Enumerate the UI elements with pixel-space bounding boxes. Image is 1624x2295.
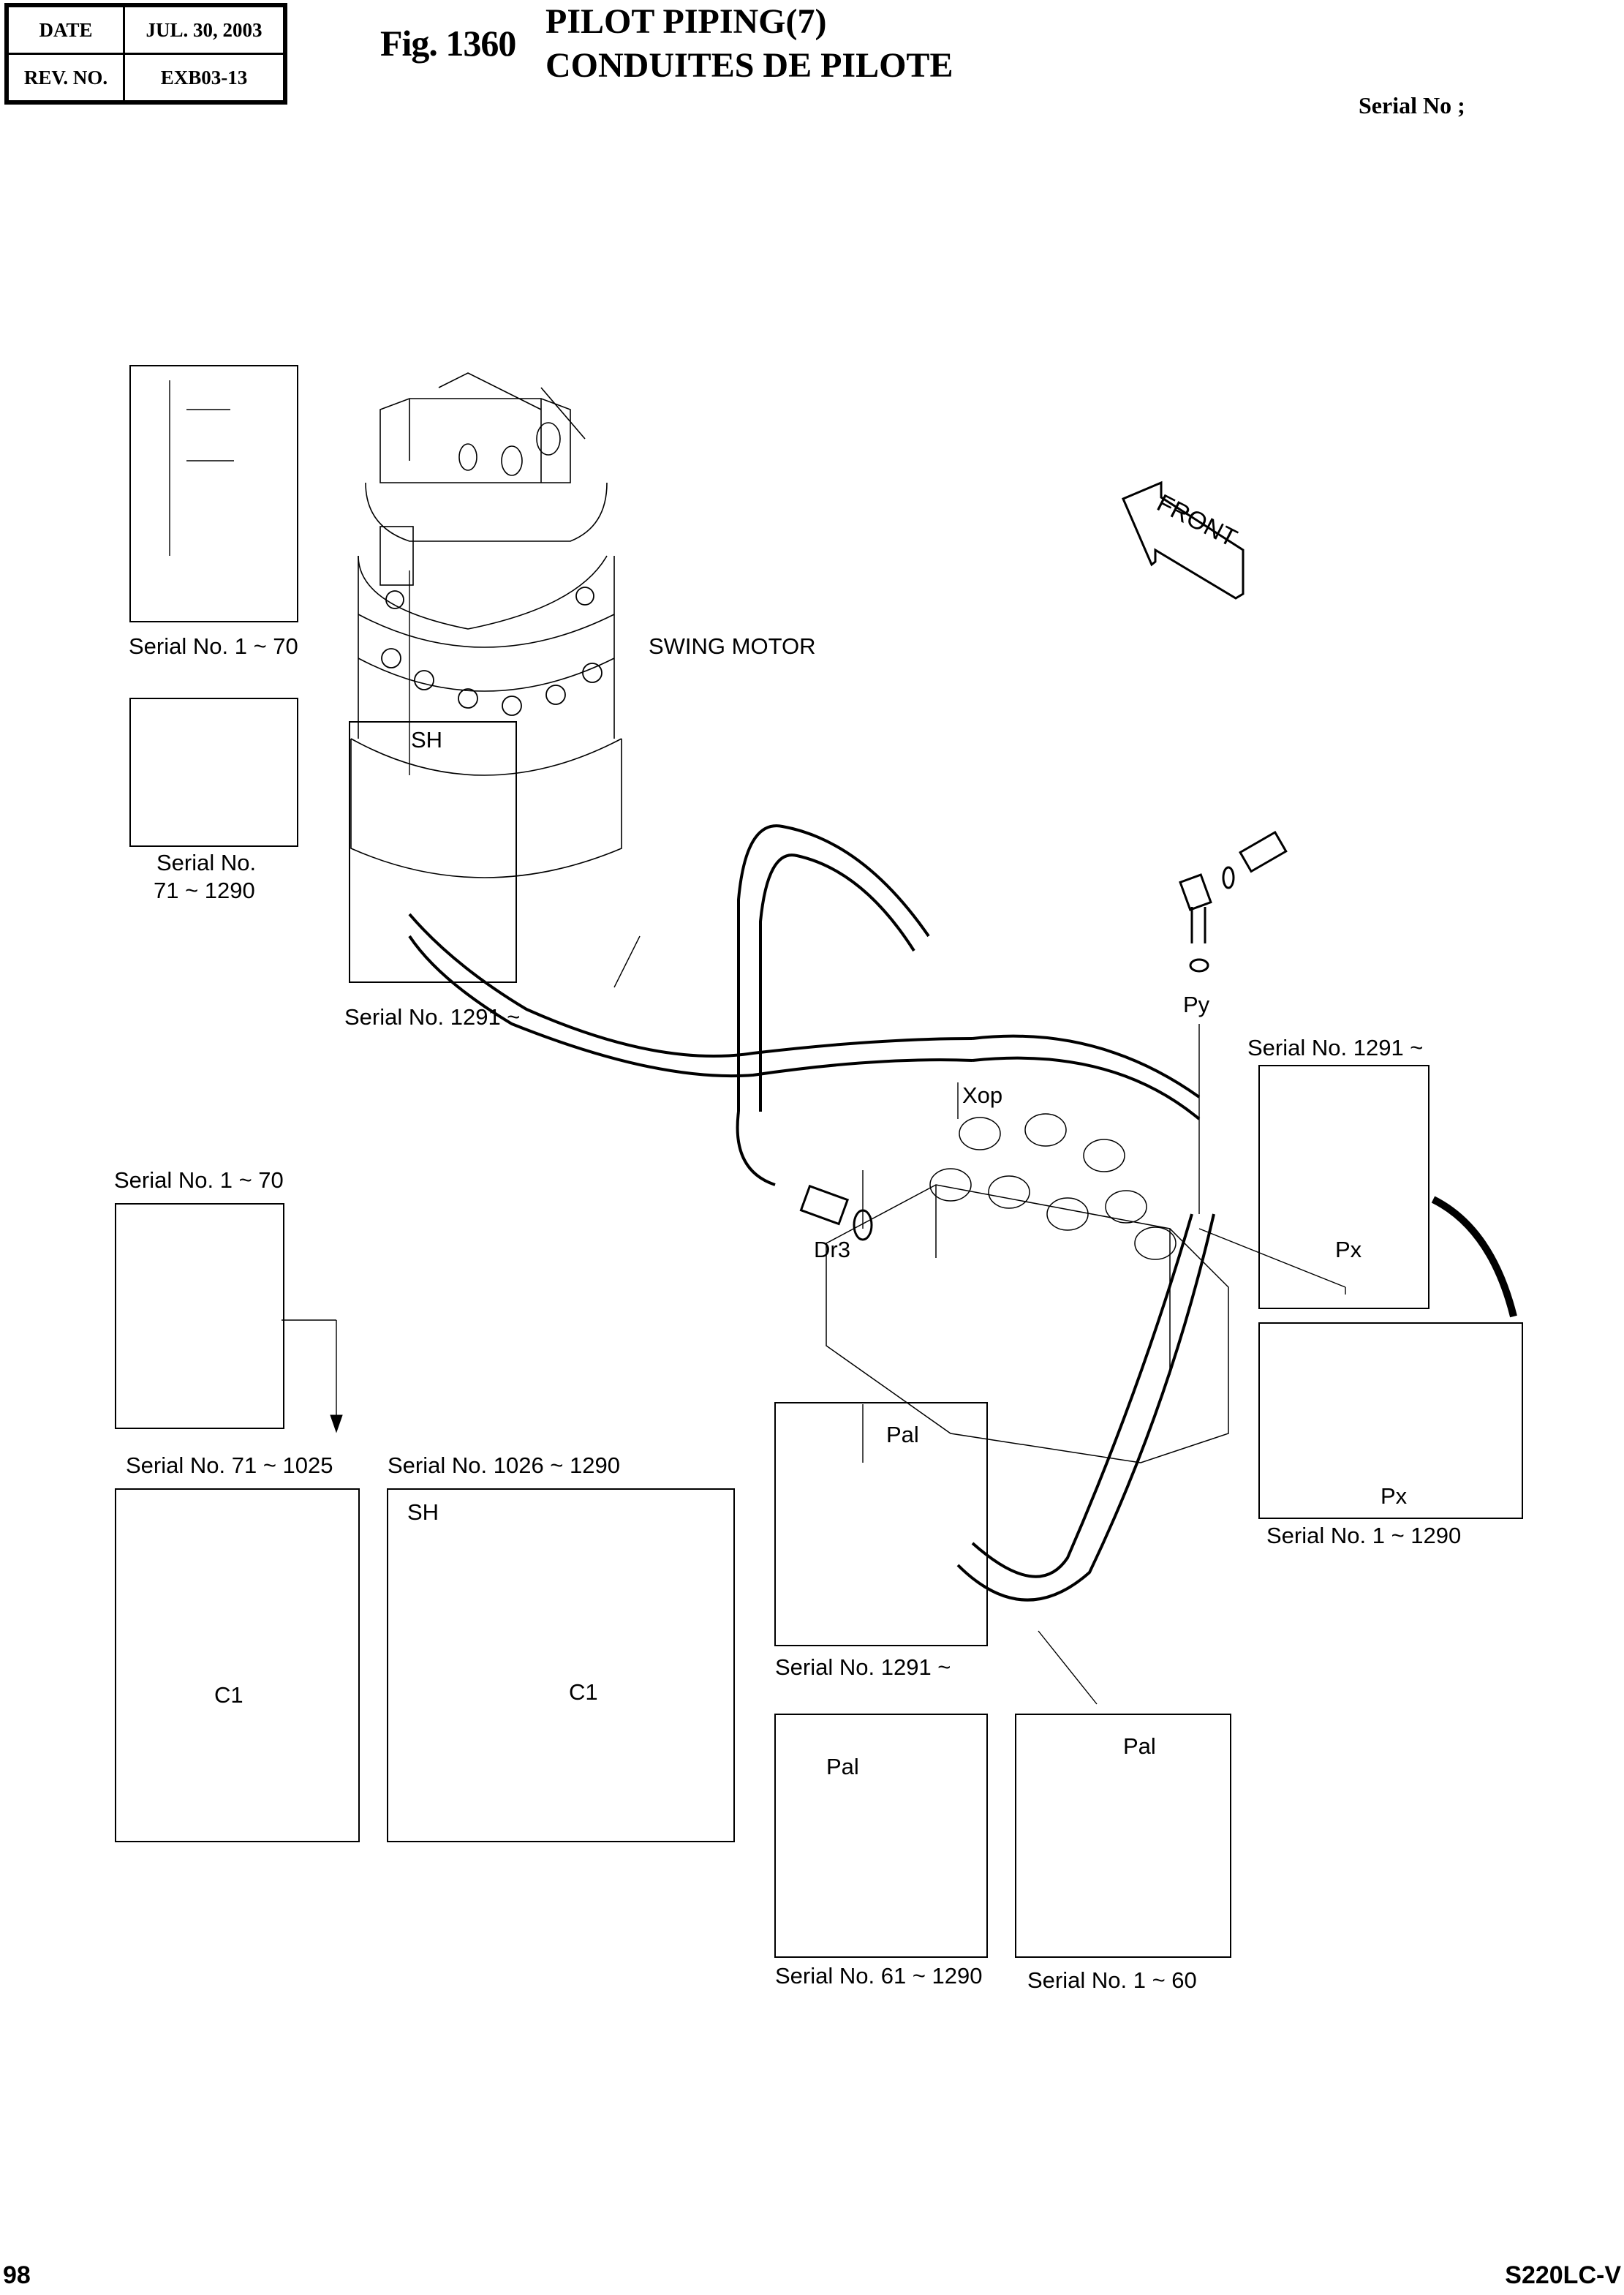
date-value: JUL. 30, 2003: [123, 4, 287, 55]
inset-px-1-1290: [1258, 1322, 1523, 1519]
port-label-pal-1-60: Pal: [1123, 1733, 1156, 1759]
port-label-pal-61-1290: Pal: [826, 1754, 859, 1779]
inset-px-1291: [1258, 1065, 1430, 1309]
port-label-py: Py: [1183, 992, 1210, 1017]
page-number: 98: [3, 2261, 31, 2289]
caption-swing-71-1290-line1: Serial No.: [156, 850, 257, 875]
pilot-hose-pal: [956, 1213, 1215, 1602]
caption-pal-1291: Serial No. 1291 ~: [775, 1654, 951, 1680]
reference-curve: [1431, 1196, 1517, 1318]
caption-pal-1-60: Serial No. 1 ~ 60: [1027, 1967, 1197, 1993]
inset-swing-71-1290: [129, 698, 298, 847]
leader-lines: [169, 380, 1346, 1705]
port-label-sh: SH: [411, 727, 443, 753]
port-label-sh-1026-1290: SH: [407, 1499, 439, 1525]
port-label-px-1291: Px: [1335, 1237, 1362, 1262]
inset-block-71-1025: [115, 1488, 360, 1842]
arrow-down-icon: [330, 1414, 343, 1433]
inset-pal-1291: [774, 1402, 988, 1646]
swing-motor-illustration: [350, 372, 622, 878]
inset-pal-1-60: [1015, 1714, 1231, 1958]
caption-swing-1-70: Serial No. 1 ~ 70: [129, 633, 298, 659]
caption-swing-71-1290-line2: 71 ~ 1290: [154, 878, 255, 903]
swing-motor-label: SWING MOTOR: [649, 633, 816, 659]
port-label-xop: Xop: [962, 1082, 1003, 1108]
date-row: DATE JUL. 30, 2003: [5, 4, 287, 55]
title-english: PILOT PIPING(7): [545, 2, 827, 41]
caption-main-hose-1291: Serial No. 1291 ~: [344, 1004, 521, 1030]
front-arrow-icon: [1122, 481, 1245, 600]
figure-number: Fig. 1360: [380, 23, 516, 64]
rev-value: EXB03-13: [123, 53, 287, 104]
pilot-hose-loop: [736, 824, 930, 1186]
port-label-px-1-1290: Px: [1381, 1483, 1408, 1509]
caption-left-1-70: Serial No. 1 ~ 70: [114, 1167, 284, 1193]
port-label-c1-71-1025: C1: [214, 1682, 243, 1708]
serial-number-label: Serial No ;: [1359, 92, 1465, 118]
dr3-fitting: [799, 1184, 873, 1241]
port-label-pal-1291: Pal: [886, 1422, 919, 1447]
date-label: DATE: [5, 4, 125, 55]
caption-block-1026-1290: Serial No. 1026 ~ 1290: [388, 1452, 620, 1478]
title-french: CONDUITES DE PILOTE: [545, 46, 953, 85]
inset-swing-1-70: [129, 365, 298, 622]
caption-px-1291: Serial No. 1291 ~: [1247, 1035, 1424, 1060]
model-number: S220LC-V: [1505, 2261, 1621, 2289]
py-fittings: [1179, 830, 1288, 973]
inset-pal-61-1290: [774, 1714, 988, 1958]
rev-label: REV. NO.: [5, 53, 125, 104]
inset-block-1026-1290: [387, 1488, 735, 1842]
revision-table: DATE JUL. 30, 2003 REV. NO. EXB03-13: [4, 3, 287, 105]
control-valve-illustration: [826, 1113, 1229, 1463]
pilot-hose-sh: [408, 913, 1201, 1120]
caption-pal-61-1290: Serial No. 61 ~ 1290: [775, 1963, 983, 1989]
caption-block-71-1025: Serial No. 71 ~ 1025: [126, 1452, 333, 1478]
port-label-c1-1026-1290: C1: [569, 1679, 598, 1705]
rev-row: REV. NO. EXB03-13: [5, 53, 287, 104]
inset-left-1-70: [115, 1203, 284, 1429]
inset-sh-1291: [349, 721, 517, 983]
port-label-dr3: Dr3: [814, 1237, 850, 1262]
caption-px-1-1290: Serial No. 1 ~ 1290: [1266, 1523, 1462, 1548]
